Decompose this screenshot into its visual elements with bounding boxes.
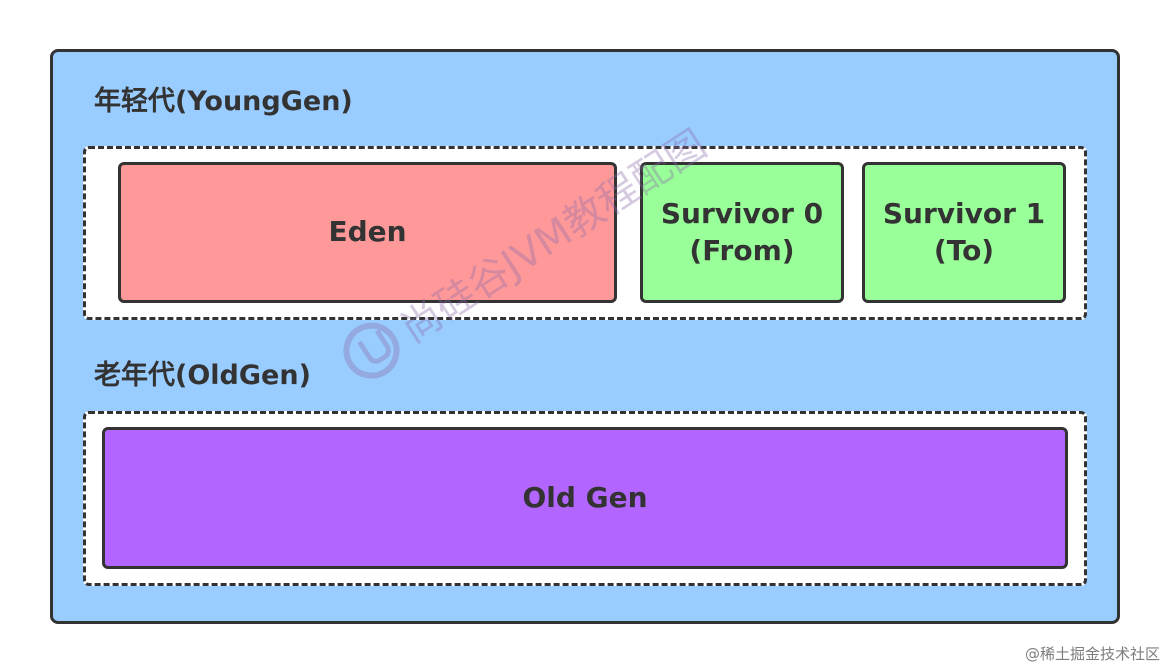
credit-text: @稀土掘金技术社区 — [1024, 645, 1160, 663]
survivor-0-label: Survivor 0 — [660, 197, 824, 231]
eden-label: Eden — [328, 215, 407, 249]
old-gen-label: 老年代(OldGen) — [94, 360, 311, 391]
survivor-1-label: Survivor 1 — [882, 197, 1046, 231]
old-gen-box-label: Old Gen — [522, 480, 648, 514]
survivor-0-sublabel: (From) — [689, 233, 795, 267]
survivor-1-box: Survivor 1 (To) — [862, 162, 1066, 303]
survivor-0-box: Survivor 0 (From) — [640, 162, 844, 303]
survivor-1-sublabel: (To) — [933, 233, 995, 267]
young-gen-label: 年轻代(YoungGen) — [94, 86, 353, 117]
eden-box: Eden — [118, 162, 617, 303]
old-gen-box: Old Gen — [102, 427, 1068, 569]
